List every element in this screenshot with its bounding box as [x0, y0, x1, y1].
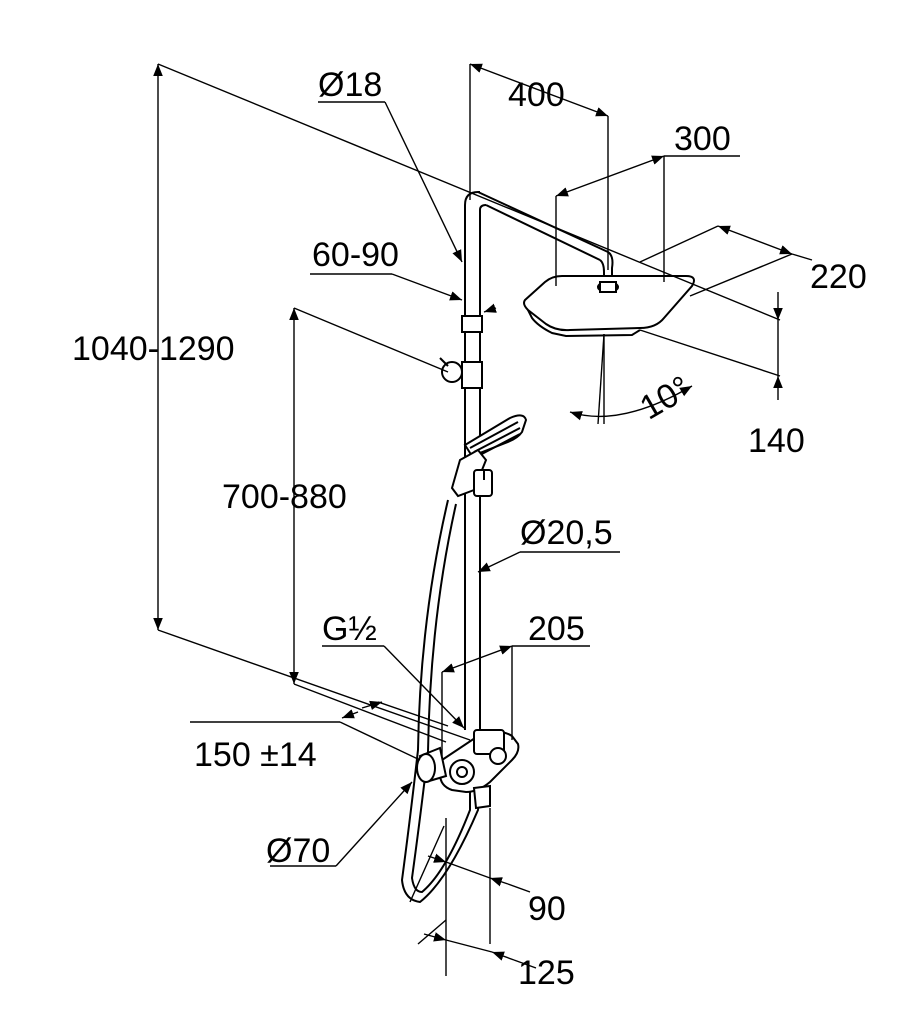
- dim-700-880: [289, 307, 449, 743]
- dim-70: [270, 781, 413, 867]
- hand-shower: [450, 414, 528, 498]
- dim-g-half: [322, 645, 465, 729]
- dim-10-degree: [569, 333, 693, 425]
- dim-140: [639, 292, 783, 400]
- label-d18: Ø18: [318, 66, 382, 104]
- dim-205: [441, 645, 590, 756]
- label-220: 220: [810, 258, 867, 296]
- dim-150: [190, 700, 449, 761]
- label-g-half: G½: [322, 610, 377, 648]
- dim-20-5: [477, 551, 620, 573]
- dim-90: [409, 808, 531, 976]
- thermostat-mixer: [416, 729, 520, 810]
- label-90: 90: [528, 890, 566, 928]
- label-700-880: 700-880: [222, 478, 347, 516]
- dim-1040-1290: [153, 63, 781, 741]
- label-140: 140: [748, 422, 805, 460]
- label-150: 150 ±14: [194, 736, 317, 774]
- wall-bracket: [439, 315, 483, 389]
- label-d70: Ø70: [266, 832, 330, 870]
- dim-125: [417, 919, 537, 969]
- label-1040-1290: 1040-1290: [72, 330, 235, 368]
- label-10-degree: 10°: [634, 369, 698, 428]
- dim-220: [639, 225, 813, 297]
- label-d20-5: Ø20,5: [520, 514, 613, 552]
- dim-18: [318, 101, 463, 263]
- dim-60-90: [310, 273, 497, 313]
- label-60-90: 60-90: [312, 236, 399, 274]
- shower-column: [464, 191, 614, 730]
- dim-300: [555, 155, 740, 286]
- label-125: 125: [518, 954, 575, 992]
- label-400: 400: [508, 76, 565, 114]
- label-300: 300: [674, 120, 731, 158]
- overhead-shower-head: [523, 275, 695, 338]
- shower-hose: [400, 499, 481, 904]
- label-205: 205: [528, 610, 585, 648]
